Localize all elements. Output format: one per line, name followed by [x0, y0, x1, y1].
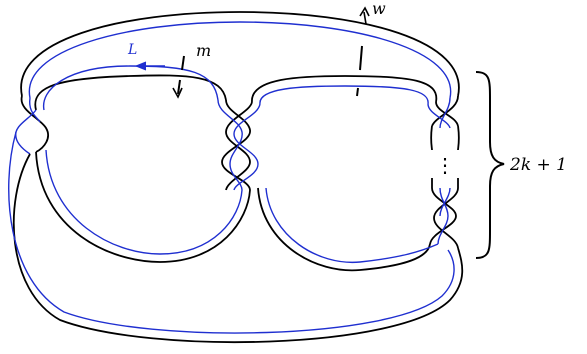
left-lobe-bottom: [35, 149, 251, 263]
right-lobe-top-band: [251, 75, 438, 105]
brace-label: 2k + 1: [509, 155, 567, 175]
middle-twist-column: [217, 99, 261, 191]
outer-top-band: [20, 11, 460, 99]
right-twist-bottom: [429, 187, 459, 249]
blue-arrow-L: [134, 61, 165, 71]
right-lobe-bottom: [257, 187, 439, 272]
w-arrow: [356, 6, 370, 97]
outer-bottom-band: [8, 131, 464, 344]
meridian-m: [172, 55, 185, 99]
vertical-ellipsis: ⋮: [435, 153, 455, 177]
right-twist-top: [427, 95, 459, 129]
right-column-gap: [430, 125, 460, 188]
label-m: m: [196, 41, 211, 60]
curly-brace: [475, 71, 505, 259]
label-w: w: [372, 0, 386, 18]
label-L: L: [127, 42, 137, 58]
left-lobe-top-band: [34, 65, 227, 111]
